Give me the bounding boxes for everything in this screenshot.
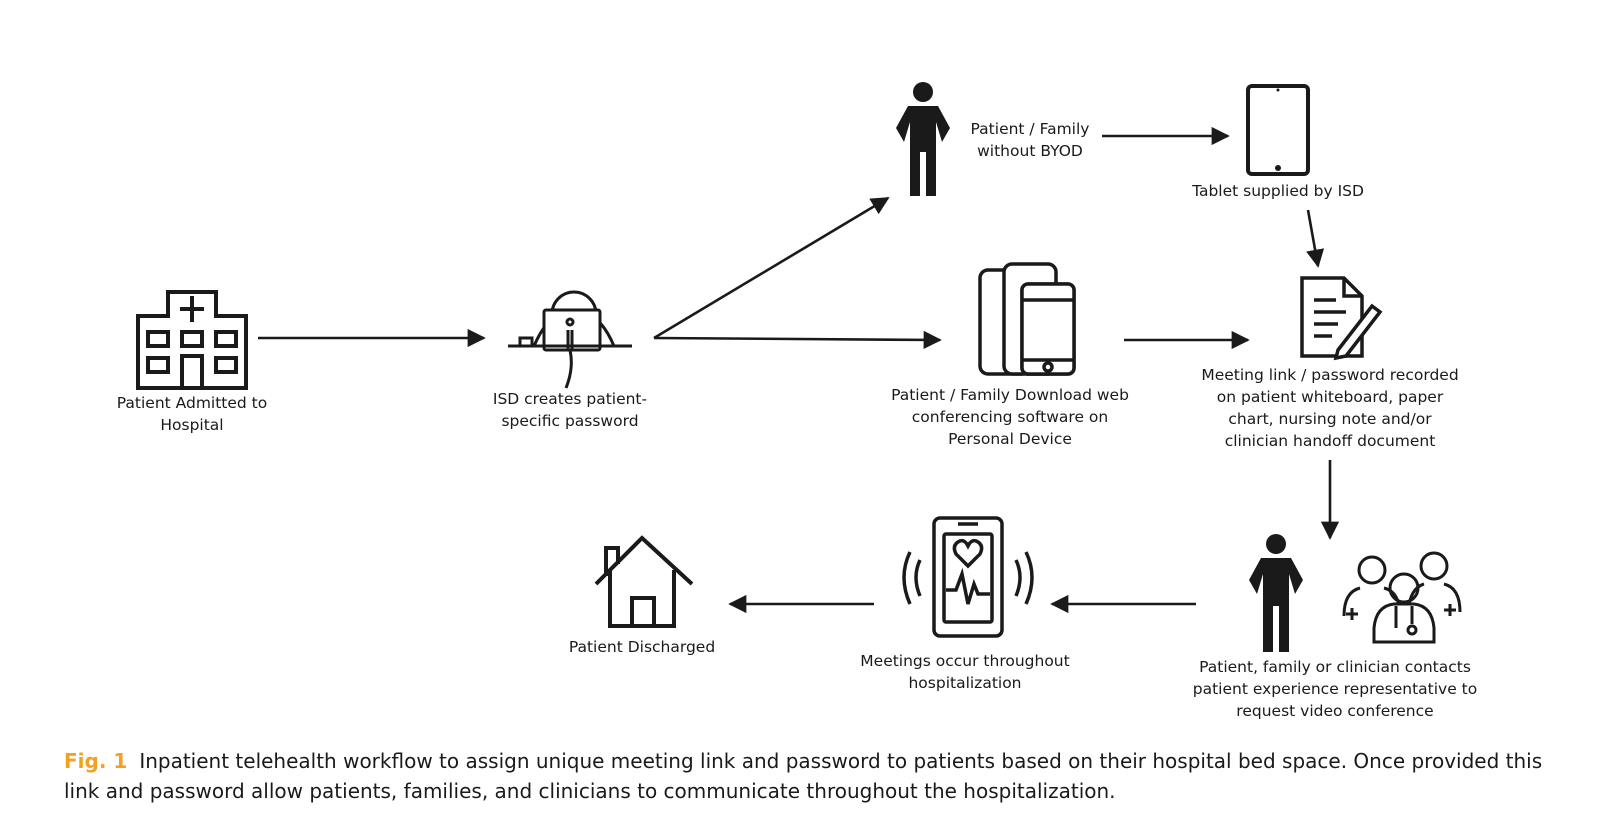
arrow-tablet-to-record bbox=[1306, 209, 1325, 268]
label-meeting-link-recorded: Meeting link / password recorded on pati… bbox=[1201, 366, 1459, 450]
label-patient-admitted: Patient Admitted to Hospital bbox=[116, 394, 268, 434]
label-meetings-occur: Meetings occur throughout hospitalizatio… bbox=[860, 652, 1070, 692]
label-patient-family-without-byod: Patient / Family without BYOD bbox=[970, 120, 1090, 160]
house-icon bbox=[594, 535, 694, 628]
arrow-isd-to-patient-family bbox=[653, 196, 890, 340]
label-patient-family-download: Patient / Family Download web conferenci… bbox=[891, 386, 1129, 448]
hospital-icon bbox=[136, 290, 248, 390]
computer-user-icon bbox=[508, 290, 632, 389]
figure-caption-text: Inpatient telehealth workflow to assign … bbox=[64, 749, 1543, 803]
person-icon bbox=[896, 82, 950, 196]
label-patient-discharged: Patient Discharged bbox=[568, 638, 716, 656]
arrow-isd-to-download bbox=[653, 330, 942, 349]
figure-label: Fig. 1 bbox=[64, 749, 128, 773]
label-isd-creates-password: ISD creates patient- specific password bbox=[492, 390, 648, 430]
phone-heartbeat-icon bbox=[902, 516, 1034, 638]
document-pen-icon bbox=[1300, 276, 1383, 361]
label-tablet-supplied: Tablet supplied by ISD bbox=[1192, 182, 1364, 200]
smartphones-icon bbox=[978, 262, 1076, 376]
clinicians-icon bbox=[1249, 534, 1462, 652]
label-contacts-representative: Patient, family or clinician contacts pa… bbox=[1192, 658, 1478, 720]
tablet-icon bbox=[1246, 84, 1310, 176]
